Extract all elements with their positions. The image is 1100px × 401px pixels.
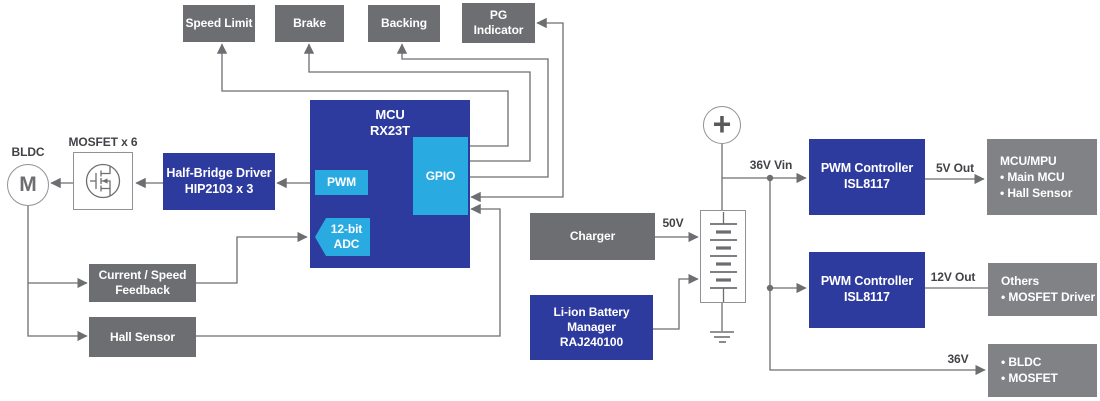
label-36v: 36V <box>947 352 969 366</box>
wire-36v-rail <box>769 178 986 376</box>
block-pwm-controller-2: PWM Controller ISL8117 <box>809 252 925 328</box>
load-36v-item: • BLDC <box>1001 355 1042 369</box>
block-speed-limit: Speed Limit <box>183 5 255 42</box>
load-5v-item: • Main MCU <box>1000 169 1065 184</box>
battery-plus-icon: + <box>703 106 741 144</box>
plus-symbol: + <box>712 105 732 142</box>
mcu-title: MCU RX23T <box>370 107 410 139</box>
block-load-36v: • BLDC • MOSFET <box>988 344 1097 397</box>
label-5v-out: 5V Out <box>935 161 975 175</box>
load-5v-item: • Hall Sensor <box>1000 185 1073 200</box>
block-brake: Brake <box>275 5 344 42</box>
block-hall-sensor: Hall Sensor <box>89 317 196 357</box>
block-load-5v: MCU/MPU • Main MCU • Hall Sensor <box>987 139 1097 215</box>
block-pg-indicator: PG Indicator <box>462 3 535 43</box>
label-50v: 50V <box>662 216 684 230</box>
mosfet-icon <box>85 163 120 198</box>
battery-block <box>700 210 746 303</box>
block-battery-manager: Li-ion Battery Manager RAJ240100 <box>530 295 653 360</box>
mcu-gpio-block: GPIO <box>413 137 468 215</box>
load-5v-title: MCU/MPU <box>1000 153 1057 168</box>
block-half-bridge-driver: Half-Bridge Driver HIP2103 x 3 <box>163 153 275 210</box>
bldc-label: BLDC <box>11 145 45 159</box>
block-pwm-controller-1: PWM Controller ISL8117 <box>809 139 925 215</box>
label-36v-vin: 36V Vin <box>749 158 793 172</box>
wire-motor-hall <box>27 283 88 342</box>
load-12v-title: Others <box>1001 274 1040 288</box>
motor-icon: M <box>7 164 49 206</box>
block-backing: Backing <box>368 5 440 42</box>
wire-battery-manager-battery <box>653 273 699 330</box>
block-charger: Charger <box>530 213 655 260</box>
block-current-speed-feedback: Current / Speed Feedback <box>89 264 196 302</box>
battery-cells-icon <box>709 211 737 302</box>
load-36v-item: • MOSFET <box>1001 371 1058 385</box>
wire-feedback-adc <box>196 231 308 284</box>
label-12v-out: 12V Out <box>930 270 976 284</box>
mcu-adc-block: 12-bit ADC <box>315 218 370 256</box>
ground-icon <box>710 331 734 343</box>
mosfet-label: MOSFET x 6 <box>68 135 138 149</box>
mcu-pwm-block: PWM <box>315 170 368 195</box>
mosfet-block <box>73 152 133 210</box>
wire-gpio-pg-indicator <box>470 17 564 203</box>
load-12v-item: • MOSFET Driver <box>1001 290 1096 304</box>
junction-dot-rail <box>766 284 774 292</box>
wire-motor-feedback <box>27 206 88 289</box>
wire-hall-sensor-gpio <box>196 203 501 337</box>
junction-dot-vin <box>766 174 774 182</box>
block-load-12v: Others • MOSFET Driver <box>988 263 1097 316</box>
